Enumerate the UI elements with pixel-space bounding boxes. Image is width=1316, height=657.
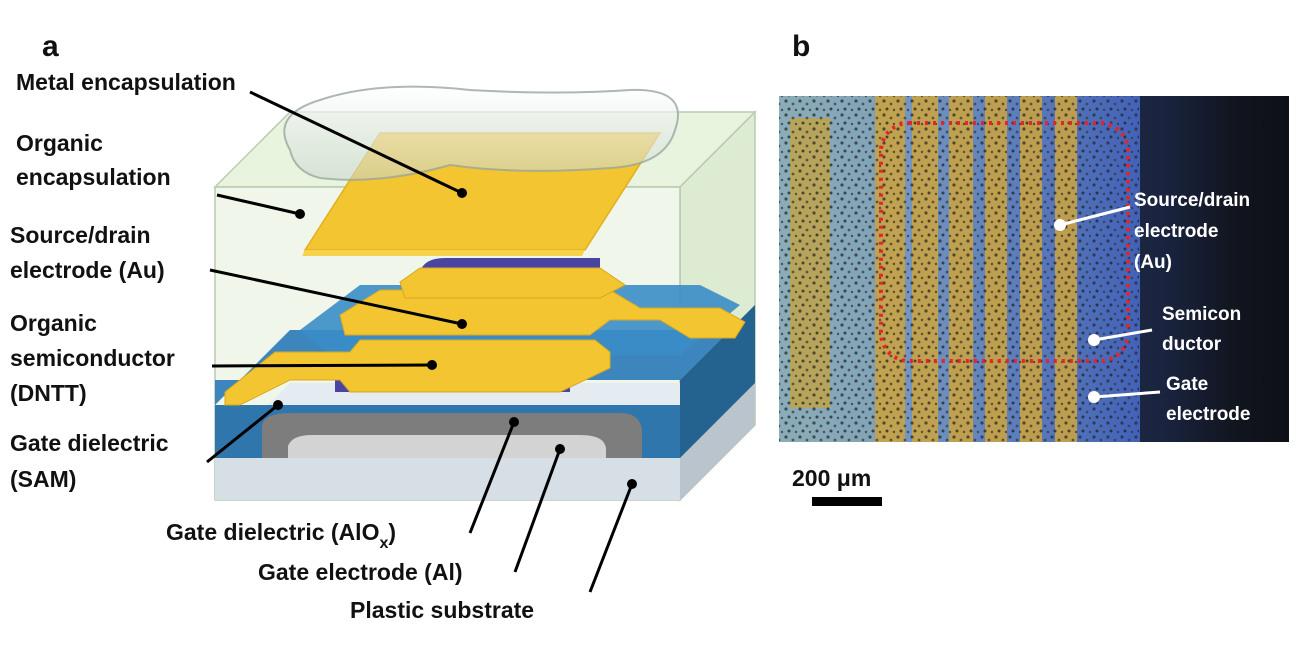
panel-a-letter: a	[42, 30, 59, 63]
label-metal-encapsulation: Metal encapsulation	[16, 69, 236, 95]
label-plastic-substrate: Plastic substrate	[350, 597, 534, 623]
label-gate-dielectric-alox: Gate dielectric (AlOx)	[166, 519, 396, 552]
gold-finger-3	[399, 267, 626, 299]
scale-bar	[812, 497, 882, 506]
micro-label-semiconductor-line1: Semicon	[1162, 304, 1241, 325]
leader-lines-a	[206, 90, 634, 593]
leader-lines-b	[1059, 205, 1161, 399]
micro-label-source-drain-line2: electrode	[1134, 221, 1218, 242]
active-area-outline	[879, 121, 1130, 363]
plastic-substrate-side	[680, 383, 755, 500]
gate-electrode-al	[288, 435, 606, 458]
dielectric-side	[680, 305, 755, 458]
leader-dots-a	[273, 188, 637, 489]
label-source-drain-line2: electrode (Au)	[10, 257, 165, 283]
gold-finger-1	[224, 339, 611, 406]
metal-plate-edge	[302, 250, 585, 256]
micro-label-source-drain-line1: Source/drain	[1134, 190, 1250, 211]
label-organic-semiconductor-line2: semiconductor	[10, 345, 175, 371]
label-organic-semiconductor-line3: (DNTT)	[10, 380, 87, 406]
plastic-substrate-front	[215, 458, 680, 500]
label-gate-dielectric-sam-line2: (SAM)	[10, 466, 76, 492]
label-source-drain-line1: Source/drain	[10, 222, 151, 248]
organic-encapsulation-blob	[283, 85, 679, 181]
micro-label-source-drain-line3: (Au)	[1134, 252, 1172, 273]
label-organic-semiconductor-line1: Organic	[10, 310, 97, 336]
micrograph	[779, 96, 1289, 442]
micro-label-gate-line2: electrode	[1166, 404, 1250, 425]
label-organic-encapsulation-line2: encapsulation	[16, 164, 171, 190]
scale-bar-label: 200 μm	[792, 465, 871, 491]
micro-label-semiconductor-line2: ductor	[1162, 334, 1222, 355]
micro-label-gate-line1: Gate	[1166, 374, 1208, 395]
panel-b-letter: b	[792, 30, 810, 63]
device-illustration	[213, 85, 757, 502]
leader-dots-b	[1054, 219, 1100, 403]
label-organic-encapsulation-line1: Organic	[16, 130, 103, 156]
label-gate-electrode-al: Gate electrode (Al)	[258, 559, 463, 585]
label-gate-dielectric-sam-line1: Gate dielectric	[10, 430, 169, 456]
